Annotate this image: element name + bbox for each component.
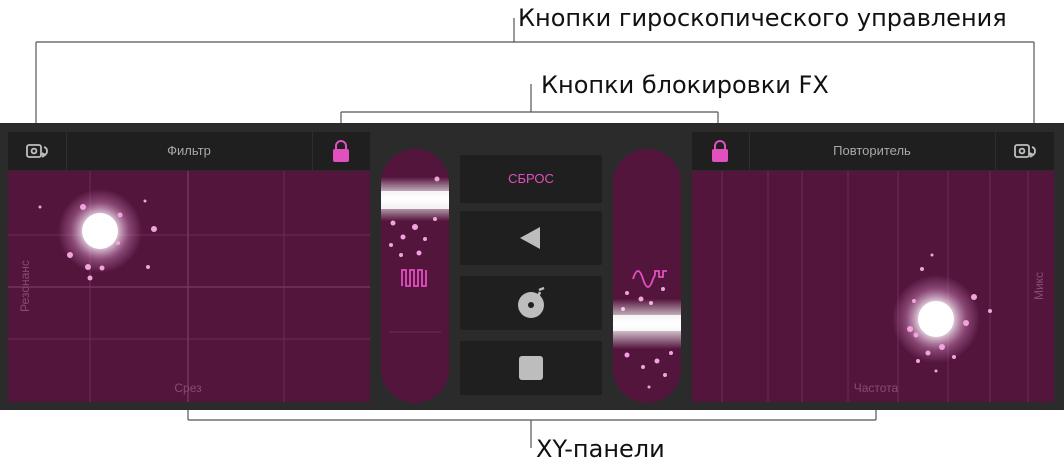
gyro-icon	[26, 144, 48, 158]
right-xy-pad[interactable]: Микс Частота	[692, 171, 1054, 402]
right-gyro-button[interactable]	[996, 132, 1054, 170]
right-pad-header: Повторитель	[692, 132, 1054, 170]
left-pad-touch-point	[38, 189, 157, 281]
gyro-icon	[1014, 144, 1036, 158]
reset-button[interactable]: СБРОС	[460, 155, 602, 203]
left-pad-x-axis-label: Срез	[174, 381, 202, 395]
left-effect-slider[interactable]	[381, 149, 449, 403]
stop-icon	[519, 356, 543, 380]
right-pad-y-axis-label: Микс	[1032, 271, 1046, 301]
right-effect-slider[interactable]	[613, 149, 681, 403]
left-pad-y-axis-label: Резонанс	[18, 260, 32, 312]
callout-xy-pads: XY-панели	[536, 435, 665, 463]
right-pad-touch-point	[892, 253, 992, 373]
right-slider-visual	[613, 270, 681, 389]
reset-button-label: СБРОС	[508, 171, 554, 186]
left-gyro-button[interactable]	[8, 132, 66, 170]
callout-gyro-buttons: Кнопки гироскопического управления	[518, 4, 1007, 32]
right-fx-lock-button[interactable]	[692, 132, 748, 170]
lock-icon	[712, 140, 728, 162]
play-reverse-icon	[520, 227, 540, 249]
left-fx-lock-button[interactable]	[313, 132, 370, 170]
right-pad-title: Повторитель	[833, 143, 911, 158]
turntable-icon	[518, 286, 545, 318]
left-pad-header: Фильтр	[8, 132, 370, 170]
tape-stop-button[interactable]	[460, 341, 602, 395]
left-xy-pad[interactable]: Резонанс Срез	[8, 171, 370, 402]
left-pad-grid	[8, 171, 370, 402]
lock-icon	[333, 140, 349, 162]
reverse-button[interactable]	[460, 211, 602, 265]
left-pad-title: Фильтр	[167, 143, 211, 158]
callout-fx-lock-buttons: Кнопки блокировки FX	[541, 71, 829, 99]
scratch-button[interactable]	[460, 276, 602, 330]
square-wave-icon	[401, 269, 427, 287]
right-pad-x-axis-label: Частота	[853, 381, 899, 395]
left-slider-visual	[381, 176, 449, 333]
right-pad-grid	[721, 171, 1029, 402]
sine-wave-icon	[632, 270, 667, 288]
